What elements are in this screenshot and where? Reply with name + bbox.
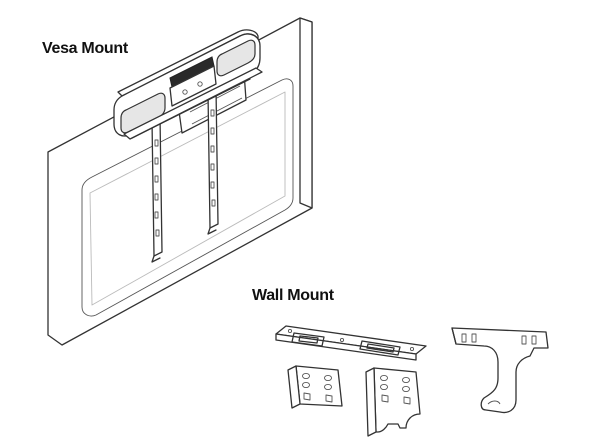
wall-plate-left-side [287,365,301,409]
wall-mount-label: Wall Mount [252,287,334,304]
tv-screen [81,78,294,317]
video-bar [113,29,263,140]
wall-bracket-t [451,327,549,414]
wall-bracket-t-face [451,327,549,414]
wall-bracket-horizontal-edge [275,333,417,361]
wall-plate-middle [365,367,421,437]
camera-housing [169,65,217,107]
video-bar-shelf [123,67,263,140]
wall-plate-middle-face [373,367,421,433]
vesa-rail-left [151,115,163,257]
speaker-right [216,39,256,77]
vesa-mount-label: Vesa Mount [42,40,128,57]
vesa-rail-right [207,87,219,229]
tv-side [299,17,313,209]
tv-screen-inner [89,91,286,306]
wall-plate-middle-side [365,367,377,437]
wall-bracket-horizontal [275,325,427,361]
wall-plate-left [287,365,343,409]
